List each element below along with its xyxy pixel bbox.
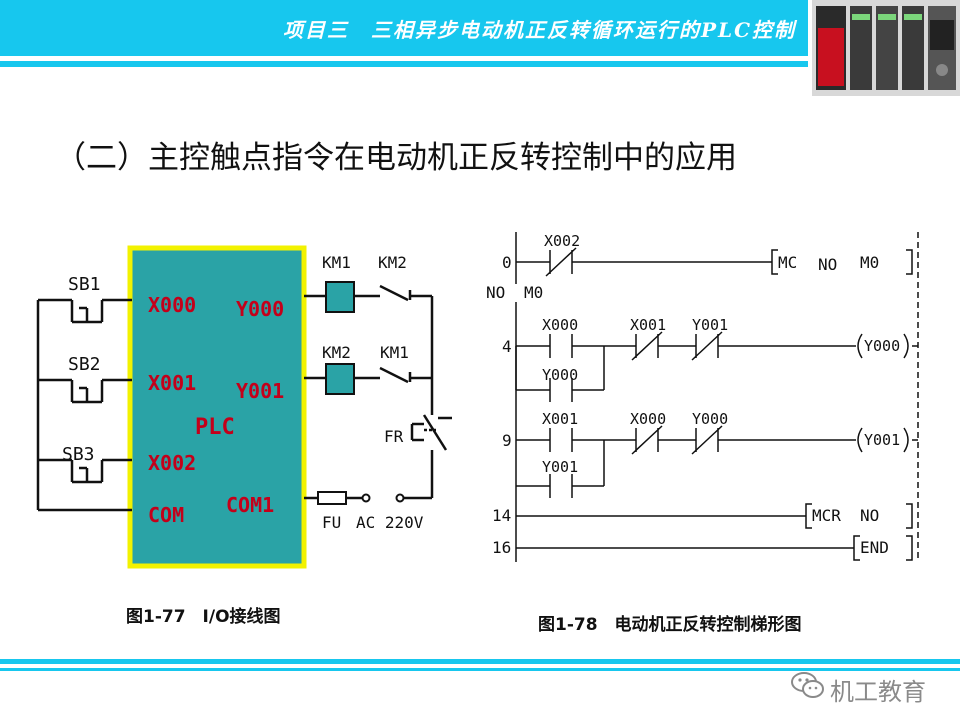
rung9-contact-label: X001 — [542, 410, 578, 428]
coil-km2-label: KM2 — [322, 343, 351, 362]
pushbutton-sb1 — [70, 298, 104, 324]
pushbutton-sb2 — [70, 378, 104, 404]
rung9-coil-label: Y001 — [864, 431, 900, 449]
output-com1: COM1 — [226, 493, 274, 517]
rung0-arg2: M0 — [860, 253, 879, 272]
contact-km2-label: KM2 — [378, 253, 407, 272]
plc-label: PLC — [195, 415, 235, 440]
output-wiring — [304, 284, 452, 500]
rung16-instr: END — [860, 538, 889, 557]
rung9-nc2-label: Y000 — [692, 410, 728, 428]
sb3-label: SB3 — [62, 444, 95, 465]
io-diagram-caption: 图1-77 I/O接线图 — [126, 607, 281, 627]
plc-hardware-image — [812, 0, 960, 96]
header-rule — [0, 61, 808, 67]
slide-title: （二）主控触点指令在电动机正反转控制中的应用 — [55, 140, 737, 176]
rung0-arg1: NO — [818, 255, 837, 274]
plc-box — [127, 245, 307, 569]
input-com: COM — [148, 503, 184, 527]
sb1-label: SB1 — [68, 274, 101, 295]
output-y001: Y001 — [236, 379, 284, 403]
nest-m: M0 — [524, 283, 543, 302]
rung9-nc1-label: X000 — [630, 410, 666, 428]
step-0: 0 — [502, 253, 512, 272]
rung4-nc1-label: X001 — [630, 316, 666, 334]
output-y000: Y000 — [236, 297, 284, 321]
input-x000: X000 — [148, 293, 196, 317]
nest-n: NO — [486, 283, 505, 302]
supply-terminal-right — [395, 493, 405, 503]
pushbutton-sb3 — [70, 458, 104, 484]
supply-label: AC 220V — [356, 513, 424, 532]
rung4-hold-label: Y000 — [542, 366, 578, 384]
footer-rule — [0, 659, 960, 664]
header-bar: 项目三 三相异步电动机正反转循环运行的PLC控制 — [0, 0, 808, 56]
header-title: 项目三 三相异步电动机正反转循环运行的PLC控制 — [282, 18, 796, 42]
step-4: 4 — [502, 337, 512, 356]
coil-km1-label: KM1 — [322, 253, 351, 272]
contact-km1-label: KM1 — [380, 343, 409, 362]
rung4-contact-label: X000 — [542, 316, 578, 334]
rung14-arg: NO — [860, 506, 879, 525]
supply-terminal-left — [361, 493, 371, 503]
input-wiring — [36, 298, 132, 512]
step-9: 9 — [502, 431, 512, 450]
input-x002: X002 — [148, 451, 196, 475]
input-x001: X001 — [148, 371, 196, 395]
coil-km1 — [325, 281, 355, 313]
rung4-coil-label: Y000 — [864, 337, 900, 355]
footer-rule-thin — [0, 668, 960, 671]
watermark-text: 机工教育 — [830, 678, 926, 706]
rung4-nc2-label: Y001 — [692, 316, 728, 334]
fu-label: FU — [322, 513, 341, 532]
rung0-instr: MC — [778, 253, 797, 272]
sb2-label: SB2 — [68, 354, 101, 375]
rung14-instr: MCR — [812, 506, 841, 525]
rung9-hold-label: Y001 — [542, 458, 578, 476]
coil-km2 — [325, 363, 355, 395]
step-14: 14 — [492, 506, 511, 525]
fr-label: FR — [384, 427, 404, 446]
ladder-diagram-caption: 图1-78 电动机正反转控制梯形图 — [538, 615, 802, 635]
rung0-contact-label: X002 — [544, 232, 580, 250]
step-16: 16 — [492, 538, 511, 557]
wechat-icon — [791, 672, 824, 698]
fuse — [317, 491, 347, 505]
